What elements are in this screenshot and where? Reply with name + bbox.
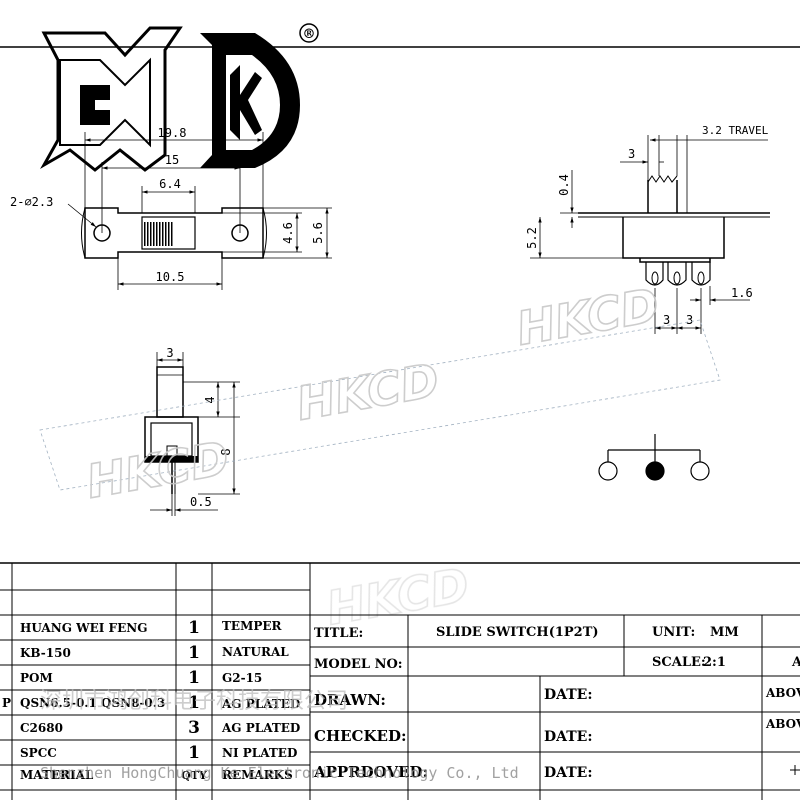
dim-end-total-height: 8 xyxy=(219,448,233,455)
remarks-cell-2: NATURAL xyxy=(222,645,289,659)
terminal-common xyxy=(645,461,665,481)
dim-actuator-window: 6.4 xyxy=(159,177,181,191)
unit-value: MM xyxy=(710,625,739,640)
unit-label: UNIT: xyxy=(652,625,695,640)
qty-cell-5: 3 xyxy=(188,718,200,738)
header-remarks: REMARKS xyxy=(222,768,293,782)
watermark: HKCD HKCD HKCD HKCD xyxy=(39,277,721,637)
scale-value: 2:1 xyxy=(703,655,726,670)
dim-plate-height: 5.6 xyxy=(311,222,325,244)
drawn-date-label: DATE: xyxy=(544,687,593,703)
switch-schematic xyxy=(598,434,710,481)
remarks-cell-4: AG PLATED xyxy=(221,697,300,711)
title-value: SLIDE SWITCH(1P2T) xyxy=(436,625,599,640)
right-col-3: ABOVE xyxy=(765,717,800,731)
title-block: P HUANG WEI FENG KB-150 POM QSN6.5-0.1 Q… xyxy=(0,562,800,800)
watermark-mark-3: HKCD xyxy=(513,278,663,356)
qty-cell-4: 1 xyxy=(188,693,200,713)
dim-pin-spacing-1: 3 xyxy=(663,313,670,327)
qty-cell-3: 1 xyxy=(188,668,200,688)
title-label: TITLE: xyxy=(314,626,363,641)
dim-travel: 3.2 TRAVEL xyxy=(702,124,769,137)
drawn-label: DRAWN: xyxy=(314,691,386,709)
remarks-cell-6: NI PLATED xyxy=(222,746,297,760)
terminal-right xyxy=(690,461,710,481)
dim-lever-width: 3 xyxy=(628,147,635,161)
approved-label: APPRDOVED: xyxy=(313,763,428,781)
right-col-1: A xyxy=(791,655,800,670)
dim-width-overall: 19.8 xyxy=(158,126,187,140)
dim-lever-offset: 0.4 xyxy=(557,174,571,196)
material-cell-1: HUANG WEI FENG xyxy=(20,621,147,635)
qty-cell-6: 1 xyxy=(188,743,200,763)
scale-label: SCALE: xyxy=(652,655,706,670)
dim-pin-thickness: 0.5 xyxy=(190,495,212,509)
watermark-mark-2: HKCD xyxy=(293,353,443,431)
dim-body-height: 4.6 xyxy=(281,222,295,244)
approved-date-label: DATE: xyxy=(544,765,593,781)
material-cell-6: SPCC xyxy=(20,746,57,760)
right-col-2: ABOVE xyxy=(765,686,800,700)
dim-side-body-height: 5.2 xyxy=(525,227,539,249)
qty-cell-1: 1 xyxy=(188,618,200,638)
qty-cell-2: 1 xyxy=(188,643,200,663)
header-qty: QTY xyxy=(181,769,207,782)
checked-label: CHECKED: xyxy=(314,727,407,745)
brand-logo: ® xyxy=(40,23,319,172)
dim-end-lever-width: 3 xyxy=(166,346,173,360)
material-cell-4: QSN6.5-0.1 QSN8-0.3 xyxy=(20,696,165,710)
header-material: MATERIAL xyxy=(20,768,94,782)
model-label: MODEL NO: xyxy=(314,657,403,672)
remarks-cell-5: AG PLATED xyxy=(221,721,300,735)
remarks-cell-3: G2-15 xyxy=(222,671,262,685)
actuator-ribs xyxy=(143,222,173,246)
checked-date-label: DATE: xyxy=(544,729,593,745)
end-view: 3 4 8 0.5 xyxy=(144,346,240,516)
material-cell-3: POM xyxy=(20,671,53,685)
watermark-company-cn: 深圳市鸿创科电子科技有限公司 xyxy=(40,689,348,714)
dim-hole-pitch: 15 xyxy=(165,153,179,167)
material-cell-2: KB-150 xyxy=(20,646,71,660)
front-view: 19.8 15 6.4 2-⌀2.3 10.5 4.6 5.6 xyxy=(10,126,332,290)
dim-pin-width: 1.6 xyxy=(731,286,753,300)
side-view: 3.2 TRAVEL 3 0.4 5.2 3 3 1.6 xyxy=(525,124,770,334)
dim-body-width: 10.5 xyxy=(156,270,185,284)
terminal-left xyxy=(598,461,618,481)
dim-holes: 2-⌀2.3 xyxy=(10,195,53,209)
material-cell-5: C2680 xyxy=(20,721,63,735)
dim-pin-spacing-2: 3 xyxy=(686,313,693,327)
row-prefix-p: P xyxy=(2,696,11,710)
dim-end-lever-height: 4 xyxy=(203,396,217,403)
remarks-cell-1: TEMPER xyxy=(222,619,283,633)
registered-mark: ® xyxy=(303,27,316,42)
watermark-company-en: Shenzhen HongChuang Ke Electronic Techno… xyxy=(40,764,519,782)
